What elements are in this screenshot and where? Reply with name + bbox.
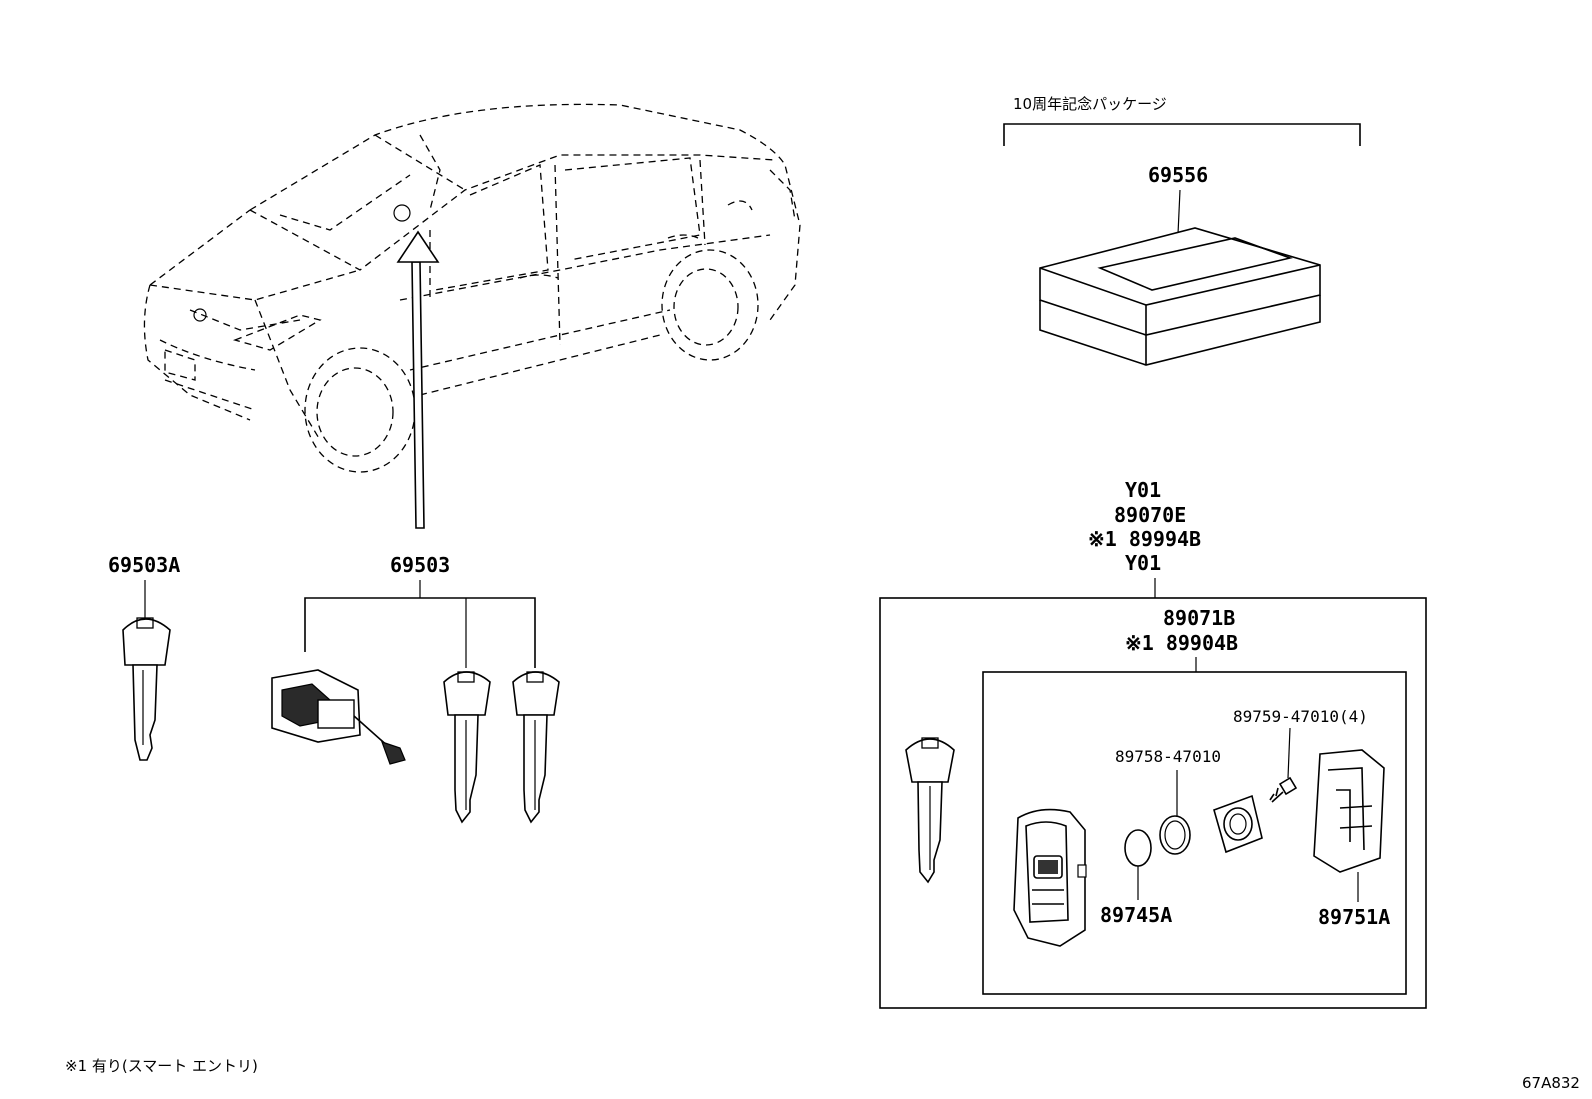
smart-key-set-box <box>879 597 1427 1009</box>
smart-key-labels: Y01 89070E ※1 89994B Y01 <box>1088 478 1201 598</box>
transmitter-box <box>982 671 1407 995</box>
label-69556: 69556 <box>1148 163 1208 187</box>
pointer-arrow <box>396 230 440 529</box>
label-69503A: 69503A <box>108 553 180 577</box>
label-89758-47010: 89758-47010 <box>1115 747 1221 766</box>
key-2 <box>512 671 560 824</box>
o-ring: 89758-47010 <box>1115 747 1221 855</box>
mechanical-key <box>905 737 955 884</box>
transmitter-labels: 89071B ※1 89904B <box>1125 606 1238 672</box>
cover: 89751A <box>1313 749 1390 929</box>
label-89904B: ※1 89904B <box>1125 631 1238 655</box>
label-89994B: ※1 89994B <box>1088 527 1201 551</box>
label-89751A: 89751A <box>1318 905 1390 929</box>
key-69503A: 69503A <box>108 553 180 761</box>
vehicle-illustration <box>143 103 801 473</box>
smart-key-fob <box>1013 808 1087 947</box>
label-69503: 69503 <box>390 553 450 577</box>
label-y01-top: Y01 <box>1125 478 1161 502</box>
package-box <box>1039 227 1321 366</box>
gasket-plate <box>1213 794 1263 854</box>
screw: 89759-47010(4) <box>1233 707 1368 803</box>
key-1 <box>443 671 491 824</box>
package-heading: 10周年記念パッケージ <box>1013 95 1167 113</box>
label-89759-47010: 89759-47010(4) <box>1233 707 1368 726</box>
label-89745A: 89745A <box>1100 903 1172 927</box>
battery: 89745A <box>1100 829 1172 927</box>
label-89070E: 89070E <box>1114 503 1186 527</box>
label-89071B: 89071B <box>1163 606 1235 630</box>
lock-set-69503: 69503 <box>271 553 560 824</box>
label-y01-bottom: Y01 <box>1125 551 1161 575</box>
footnote: ※1 有り(スマート エントリ) <box>65 1057 258 1075</box>
figure-code: 67A832 <box>1522 1074 1580 1092</box>
door-lock-cylinder <box>271 669 406 765</box>
package-bracket: 10周年記念パッケージ 69556 <box>1003 95 1361 235</box>
